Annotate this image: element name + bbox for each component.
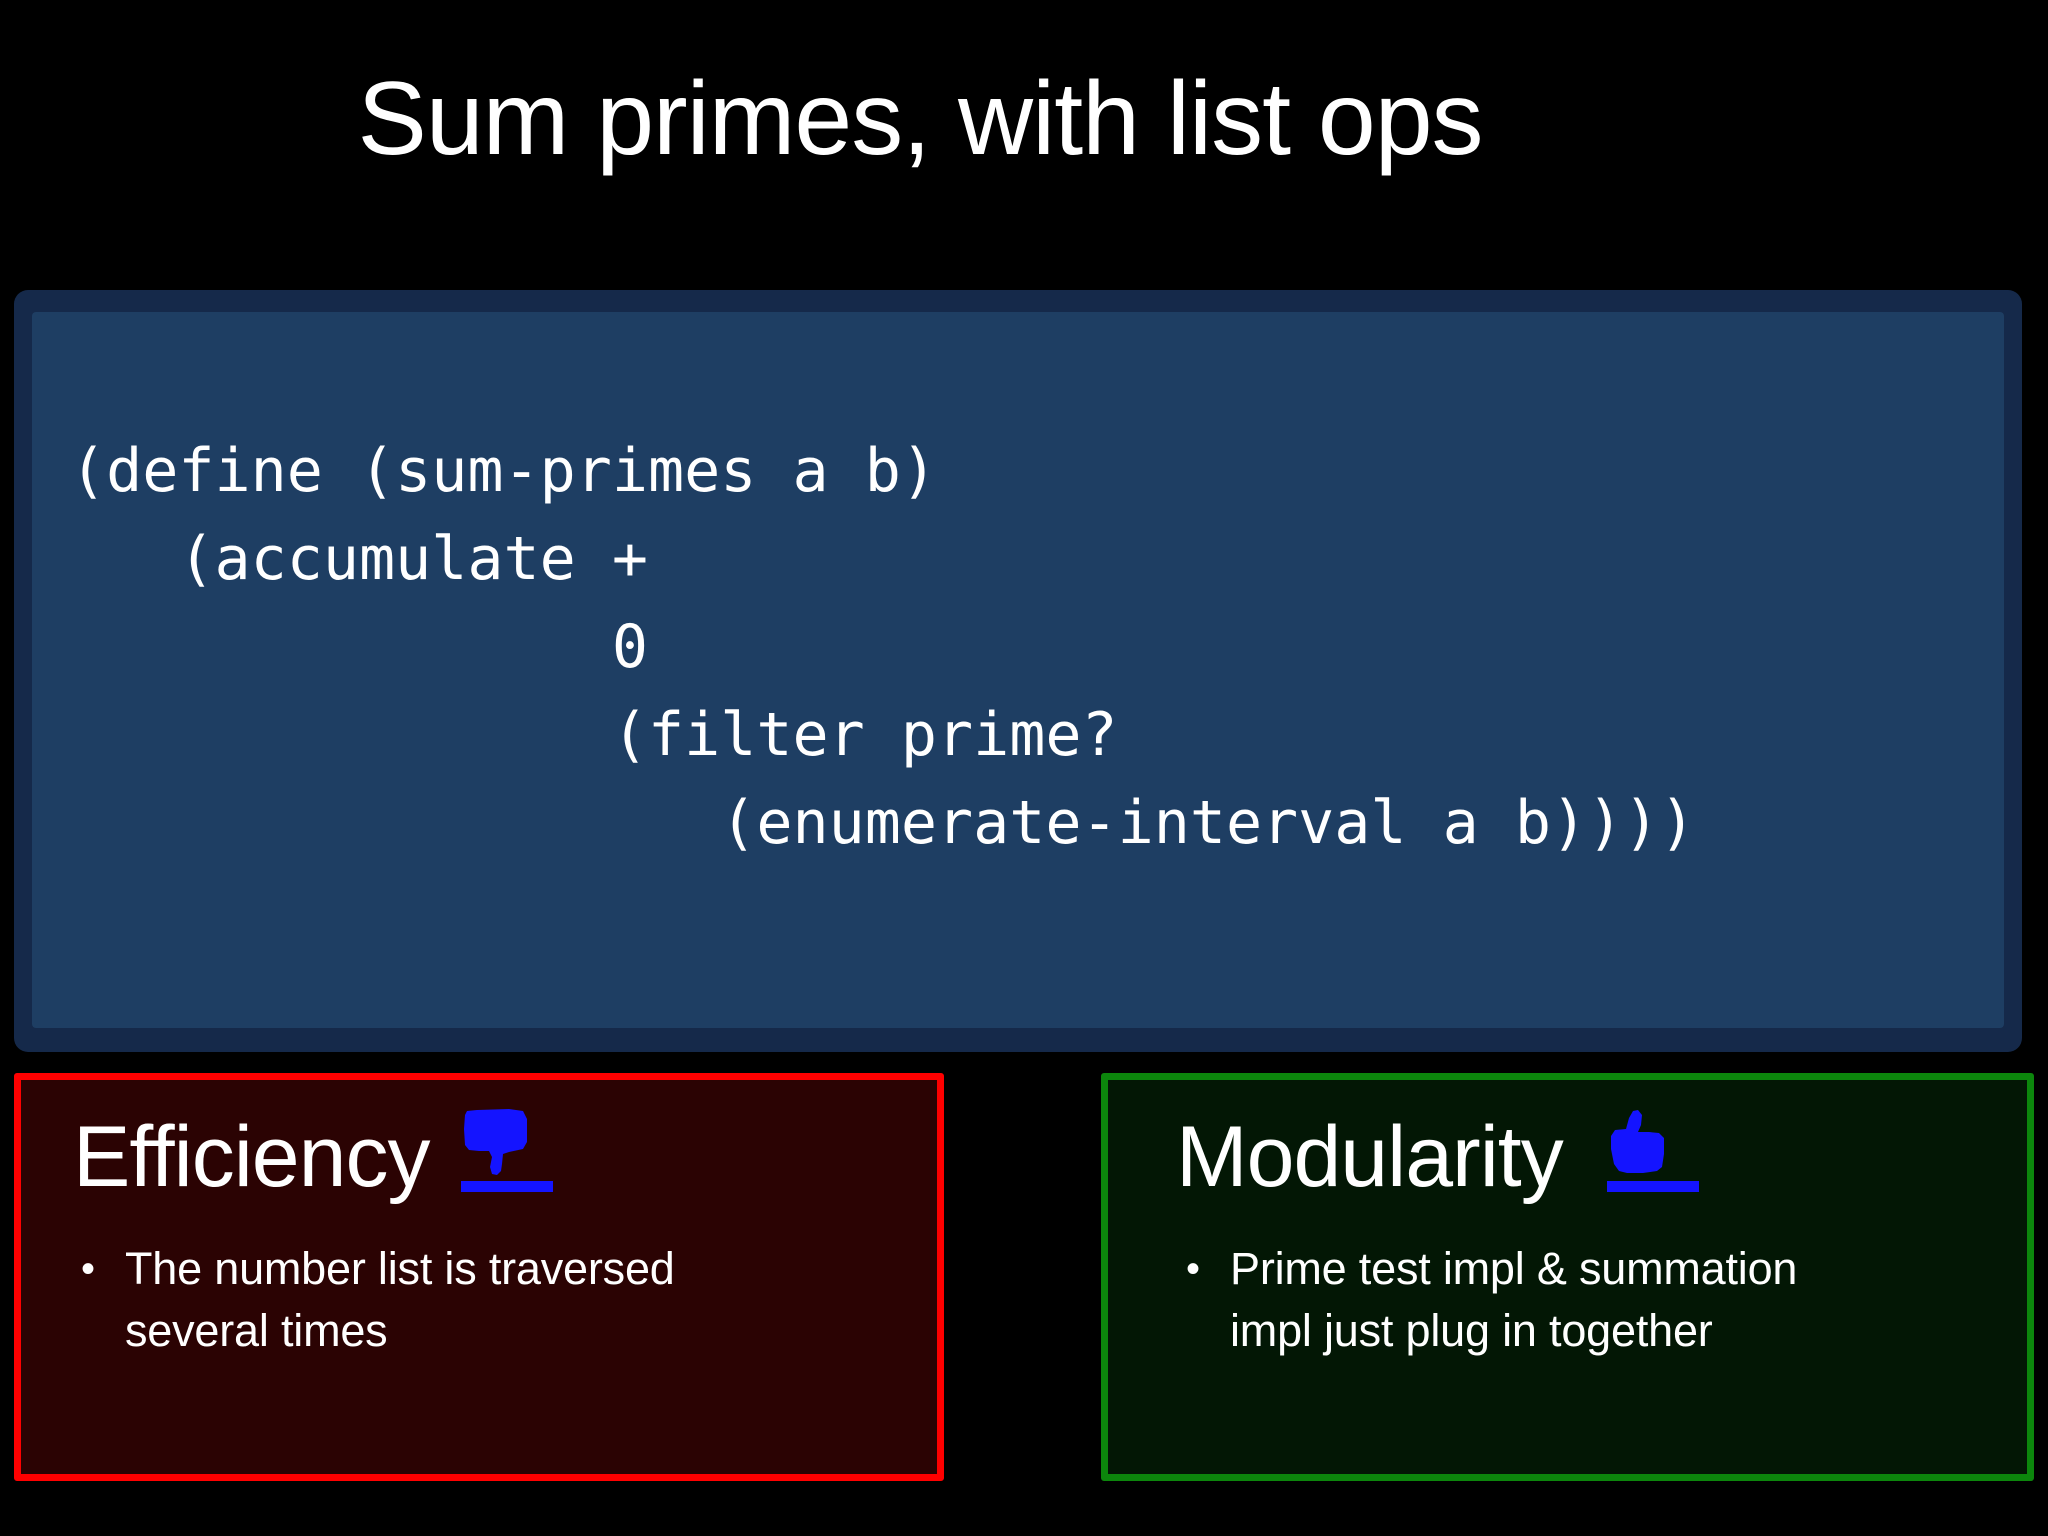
bullet-marker: • (81, 1247, 96, 1291)
panel-modularity-header: Modularity (1176, 1102, 2017, 1212)
code-block: (define (sum-primes a b) (accumulate + 0… (14, 290, 2022, 1052)
thumbs-up-icon (1606, 1109, 1717, 1205)
bullet-marker: • (1186, 1247, 1201, 1291)
panel-modularity-body: • Prime test impl & summation impl just … (1178, 1238, 2007, 1362)
bullet-text: Prime test impl & summation impl just pl… (1230, 1243, 1798, 1356)
panel-efficiency: Efficiency • The number list is traverse… (14, 1073, 944, 1481)
list-item: • The number list is traversed several t… (73, 1238, 909, 1362)
code-block-surface: (define (sum-primes a b) (accumulate + 0… (32, 312, 2004, 1028)
page-title: Sum primes, with list ops (357, 61, 1483, 177)
panel-efficiency-body: • The number list is traversed several t… (73, 1238, 909, 1362)
list-item: • Prime test impl & summation impl just … (1178, 1238, 2007, 1362)
panel-efficiency-header: Efficiency (73, 1102, 927, 1212)
bullet-text: The number list is traversed several tim… (125, 1243, 675, 1356)
code-text: (define (sum-primes a b) (accumulate + 0… (70, 436, 1696, 858)
panel-efficiency-title: Efficiency (73, 1109, 430, 1205)
panel-modularity: Modularity • Prime test impl & summation… (1101, 1073, 2034, 1481)
panel-modularity-title: Modularity (1176, 1109, 1564, 1205)
thumbs-down-icon (461, 1109, 571, 1205)
